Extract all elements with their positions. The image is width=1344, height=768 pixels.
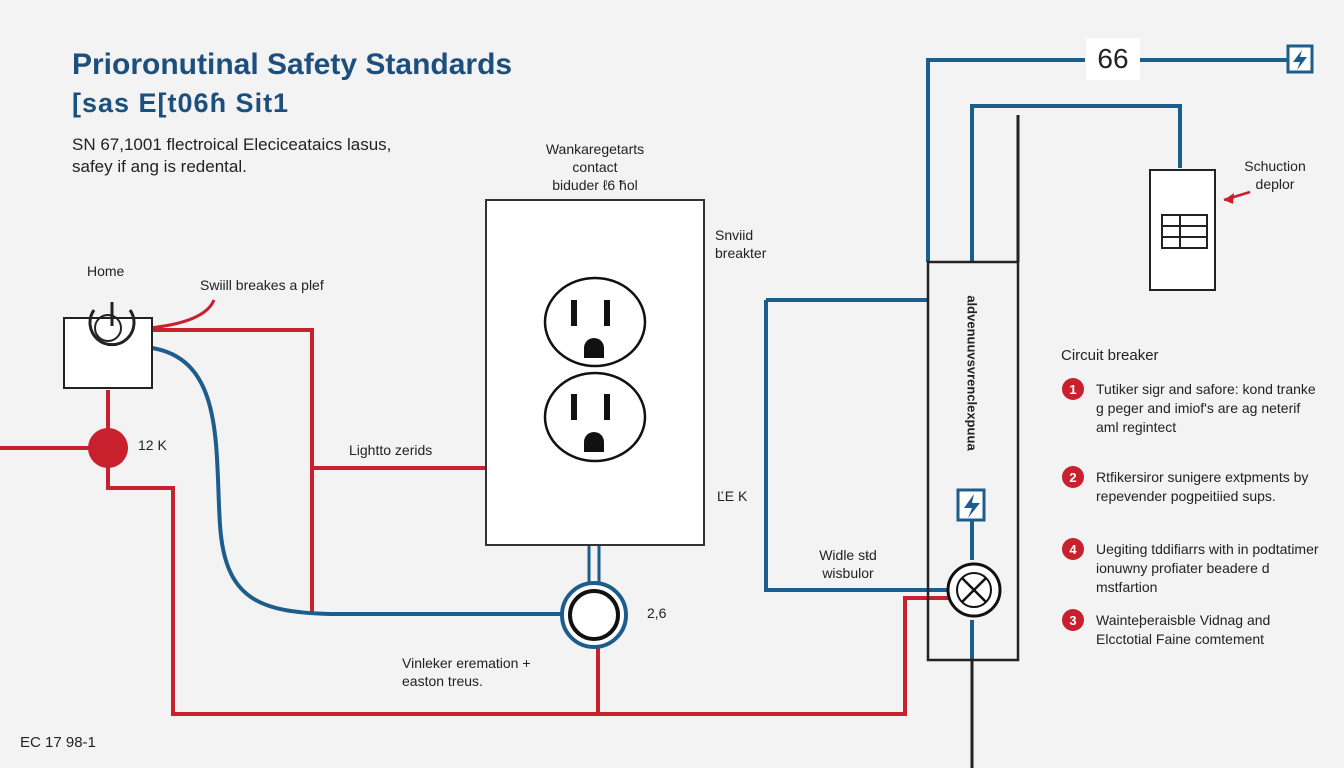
- step-item: 4 Uegiting tddifiarrs with in podtatimer…: [1062, 538, 1326, 597]
- home-label: Home: [87, 263, 125, 279]
- step-badge: 1: [1062, 378, 1084, 400]
- arrowhead-icon: [1224, 193, 1234, 204]
- intro-line-1: SN 67,1001 flectroical Elecicеatаics las…: [72, 135, 392, 154]
- lightning-box-icon: [1286, 44, 1314, 74]
- schuction-box: [1149, 169, 1216, 291]
- panel-grid-icon: [1161, 214, 1208, 249]
- vinker-line-1: Vinleker eremation +: [402, 655, 531, 671]
- switch-label: Swiill breakes a plef: [200, 277, 324, 293]
- power-symbol-icon: [88, 302, 136, 347]
- outlet-receptacle-top: [543, 276, 647, 368]
- footer-code: EC 17 98-1: [20, 734, 96, 751]
- step-item: 2 Rtfikersiror sunigere extpments by rep…: [1062, 466, 1326, 506]
- panel-vertical-label: aldvenuuvsvrenclexpuua: [964, 295, 980, 451]
- blue-wires: [151, 58, 1300, 660]
- step-badge: 3: [1062, 609, 1084, 631]
- intro-line-2: safey if ang is redental.: [72, 157, 247, 176]
- page-title: Prioronutinal Safety Standards: [72, 48, 513, 81]
- step-badge: 2: [1062, 466, 1084, 488]
- node-26-label: 2,6: [647, 605, 667, 621]
- black-wires: [970, 115, 1020, 768]
- red-node-12k: [88, 428, 128, 468]
- snviid-line-2: breakter: [715, 245, 767, 261]
- vinker-label: Vinleker eremation + easton treus.: [402, 654, 531, 690]
- schuction-label: Schuction deplor: [1232, 157, 1318, 193]
- panel-vertical-label-box: aldvenuuvsvrenclexpuua: [962, 268, 982, 478]
- node-ek-label: ĽE K: [717, 488, 748, 504]
- vinker-line-2: easton treus.: [402, 673, 483, 689]
- number-badge-66: 66: [1086, 38, 1140, 80]
- distribution-panel: [926, 260, 1020, 662]
- lightto-label: Lightto zerids: [349, 442, 433, 458]
- lightning-icon: [956, 488, 986, 522]
- outlet-top-line-3: biduder ℓ6 ħ̈ol: [552, 177, 638, 193]
- blue-wire-wide-loop: [764, 298, 950, 592]
- intro-text: SN 67,1001 flectroical Elecicеatаics las…: [72, 134, 391, 178]
- red-wire-home-branch: [152, 328, 314, 615]
- step-text: Uegiting tddifiarrs with in podtatimer i…: [1096, 541, 1319, 595]
- step-item: 1 Tutiker sigr and safore: kond tranke g…: [1062, 378, 1326, 437]
- snviid-label: Snviid breakter: [715, 226, 766, 262]
- wide-line-1: Widle sŧd: [819, 547, 877, 563]
- schuction-line-2: deplor: [1255, 176, 1295, 192]
- circuit-breaker-heading: Circuit breaker: [1061, 347, 1159, 364]
- node-12k-label: 12 K: [138, 437, 167, 453]
- step-item: 3 Wainteþeraisble Vidnag and Elcctotial …: [1062, 609, 1326, 649]
- outlet-receptacle-bottom: [543, 371, 647, 463]
- step-badge: 4: [1062, 538, 1084, 560]
- home-device-box: [63, 317, 153, 389]
- page-subtitle: [sas E[t06ɦ Sit1: [72, 88, 290, 118]
- blue-wire-home-curve: [151, 346, 562, 616]
- schuction-line-1: Schuction: [1244, 158, 1306, 174]
- red-wire-pointer: [149, 299, 216, 330]
- snviid-line-1: Snviid: [715, 227, 754, 243]
- blue-wire-schuction: [970, 104, 1182, 262]
- blue-wire-top: [926, 58, 1300, 262]
- outlet-top-label: Wankaregetarts contact biduder ℓ6 ħ̈ol: [520, 140, 670, 194]
- wide-label: Widle sŧd wisbulor: [808, 546, 888, 582]
- outlet-top-line-2: contact: [572, 159, 618, 175]
- step-text: Wainteþeraisble Vidnag and Elcctotial Fa…: [1096, 612, 1271, 647]
- outlet-top-line-1: Wankaregetarts: [545, 141, 645, 157]
- junction-node: [560, 581, 628, 649]
- breaker-dial-icon: [946, 562, 1002, 618]
- step-text: Tutiker sigr and safore: kond tranke g p…: [1096, 381, 1316, 435]
- wide-line-2: wisbulor: [822, 565, 874, 581]
- step-text: Rtfikersiror sunigere extpments by repev…: [1096, 469, 1309, 504]
